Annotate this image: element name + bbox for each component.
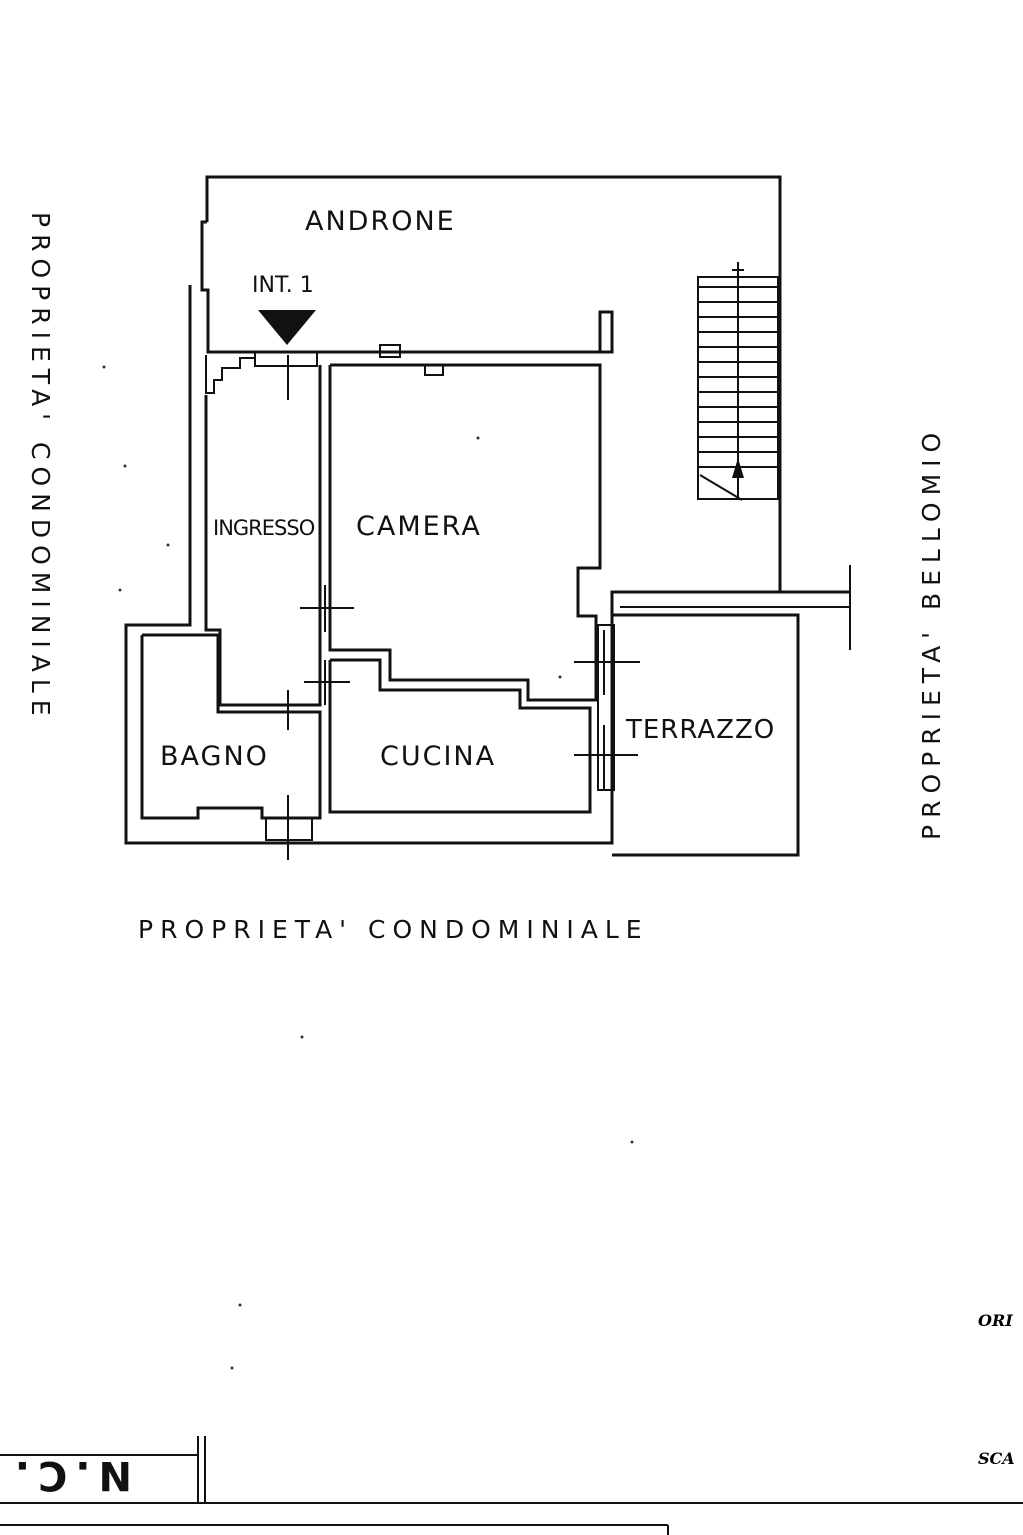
cadastral-box-label: N.C. — [7, 1452, 132, 1498]
camera-door-notch — [379, 344, 401, 358]
bottom-owner-label: PROPRIETA' CONDOMINIALE — [138, 915, 649, 944]
corner-bottom-label: SCA — [978, 1449, 1015, 1468]
cucina-walls — [328, 658, 592, 814]
apartment-outer-wall — [124, 285, 850, 845]
ingresso-label: INGRESSO — [213, 516, 315, 540]
entrance-marker-label: INT. 1 — [252, 273, 314, 298]
terrazzo-walls — [612, 613, 800, 857]
bagno-label: BAGNO — [160, 741, 269, 772]
scan-specks — [102, 365, 634, 1370]
cucina-label: CUCINA — [380, 741, 496, 772]
androne-label: ANDRONE — [305, 206, 456, 237]
terrazzo-door-frame — [597, 624, 615, 791]
door-marks — [272, 355, 640, 860]
camera-walls — [328, 363, 602, 702]
bagno-walls — [140, 633, 322, 820]
camera-niche — [424, 364, 444, 376]
androne-outline — [205, 175, 782, 592]
entrance-triangle-icon — [258, 310, 316, 345]
right-owner-label: PROPRIETA' BELLOMIO — [917, 426, 946, 840]
androne-left-wall — [200, 220, 614, 354]
corner-top-label: ORI — [978, 1311, 1013, 1330]
left-owner-label: PROPRIETA' CONDOMINIALE — [26, 212, 55, 723]
cadastral-box: N.C. — [0, 1436, 1023, 1535]
ingresso-walls — [204, 365, 322, 707]
stair-arrow-icon — [732, 458, 744, 478]
camera-label: CAMERA — [356, 511, 482, 542]
apartment-inner-wall — [205, 355, 255, 394]
terrazzo-label: TERRAZZO — [625, 715, 775, 745]
entry-door — [254, 351, 318, 367]
staircase — [697, 262, 779, 501]
